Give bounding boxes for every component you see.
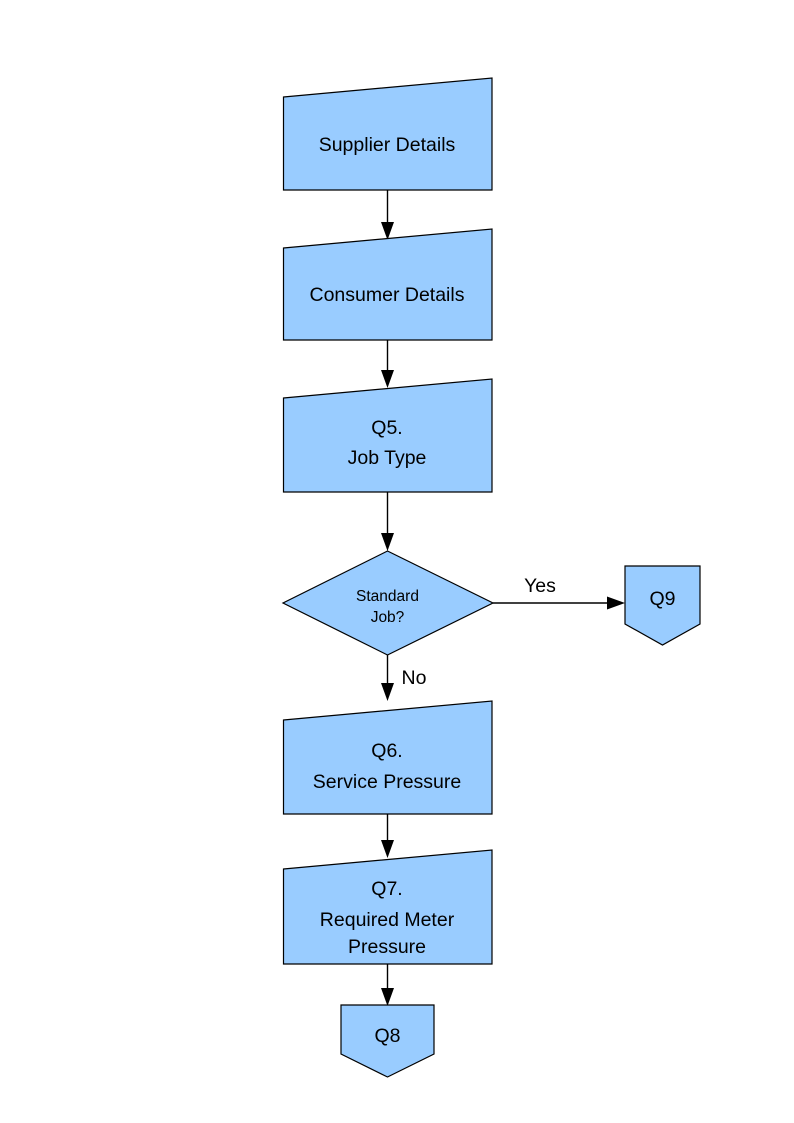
node-label-q7-line3: Pressure [348, 936, 426, 958]
node-label-q7-line2: Required Meter [320, 909, 455, 931]
node-q9[interactable]: Q9 [624, 565, 701, 646]
edge-q6-to-q7 [381, 814, 394, 858]
arrowhead-icon [381, 370, 394, 388]
node-label-q9: Q9 [649, 588, 675, 610]
arrowhead-icon [381, 988, 394, 1006]
node-label-supplier-details: Supplier Details [319, 134, 456, 156]
node-q8[interactable]: Q8 [340, 1004, 435, 1078]
arrowhead-icon [607, 596, 625, 610]
node-label-q5-line1: Q5. [371, 417, 402, 439]
slanted-box-shape [282, 849, 493, 965]
slanted-box-shape [282, 378, 493, 493]
node-supplier-details[interactable]: Supplier Details [282, 77, 493, 191]
pentagon-down-shape [340, 1004, 435, 1078]
edge-label-no: No [402, 667, 427, 689]
edge-decision-to-q6: No [381, 655, 427, 701]
node-q6-service-pressure[interactable]: Q6. Service Pressure [282, 700, 493, 815]
node-label-q6-line2: Service Pressure [313, 771, 461, 793]
slanted-box-shape [282, 228, 493, 341]
node-label-q6-line1: Q6. [371, 740, 402, 762]
node-label-decision-line1: Standard [356, 588, 419, 605]
arrowhead-icon [381, 840, 394, 858]
arrowhead-icon [381, 533, 394, 551]
node-q5-job-type[interactable]: Q5. Job Type [282, 378, 493, 493]
edge-supplier-to-consumer [381, 190, 394, 240]
node-standard-job-decision[interactable]: Standard Job? [281, 550, 495, 656]
edge-decision-to-q9: Yes [493, 575, 625, 610]
node-label-decision-line2: Job? [371, 609, 405, 626]
arrowhead-icon [381, 222, 394, 240]
node-q7-required-meter-pressure[interactable]: Q7. Required Meter Pressure [282, 849, 493, 965]
node-label-q7-line1: Q7. [371, 878, 402, 900]
arrowhead-icon [381, 683, 394, 701]
edge-label-yes: Yes [524, 575, 556, 597]
node-label-q8: Q8 [374, 1025, 400, 1047]
edge-consumer-to-q5 [381, 340, 394, 388]
slanted-box-shape [282, 700, 493, 815]
edge-q7-to-q8 [381, 964, 394, 1006]
pentagon-down-shape [624, 565, 701, 646]
edge-q5-to-decision [381, 492, 394, 551]
node-consumer-details[interactable]: Consumer Details [282, 228, 493, 341]
slanted-box-shape [282, 77, 493, 191]
node-label-consumer-details: Consumer Details [310, 284, 465, 306]
node-label-q5-line2: Job Type [348, 447, 427, 469]
